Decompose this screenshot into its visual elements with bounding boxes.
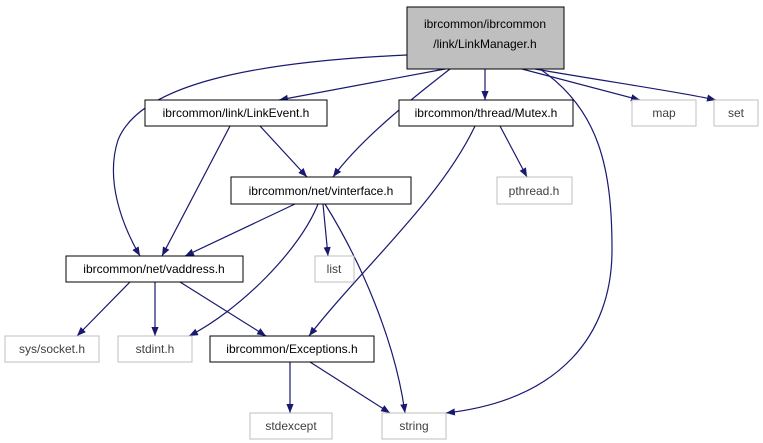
node-exceptions-h[interactable]: ibrcommon/Exceptions.h — [209, 335, 375, 363]
node-vinterface-h[interactable]: ibrcommon/net/vinterface.h — [230, 176, 412, 205]
node-stdexcept-label: stdexcept — [265, 419, 317, 433]
edge-vinterface-to-list — [322, 203, 331, 257]
edge-vaddress-to-exceptions — [179, 281, 267, 337]
edge-root-to-set — [534, 68, 717, 102]
node-vaddress-h[interactable]: ibrcommon/net/vaddress.h — [65, 255, 244, 283]
node-sys-socket-h[interactable]: sys/socket.h — [4, 335, 100, 363]
edge-vaddress-to-syssocket — [76, 281, 131, 337]
node-stdint-h[interactable]: stdint.h — [117, 335, 193, 363]
edge-root-to-vaddress — [112, 54, 408, 257]
node-string-label: string — [399, 419, 428, 433]
node-pthread-h[interactable]: pthread.h — [496, 176, 573, 205]
node-mutex-h[interactable]: ibrcommon/thread/Mutex.h — [398, 99, 574, 127]
edge-root-to-map — [521, 68, 641, 102]
node-list-label: list — [327, 262, 342, 276]
edge-linkevent-to-vinterface — [259, 125, 308, 178]
node-map-label: map — [652, 106, 676, 120]
node-set[interactable]: set — [713, 99, 759, 127]
node-mutex-label: ibrcommon/thread/Mutex.h — [415, 106, 558, 120]
node-exceptions-label: ibrcommon/Exceptions.h — [226, 342, 357, 356]
edge-mutex-to-exceptions — [308, 125, 476, 337]
node-linkevent-label: ibrcommon/link/LinkEvent.h — [163, 106, 310, 120]
node-string[interactable]: string — [381, 412, 447, 440]
edge-vinterface-to-stdint — [188, 203, 319, 337]
node-vaddress-label: ibrcommon/net/vaddress.h — [83, 262, 224, 276]
edge-root-to-string — [445, 68, 613, 416]
edge-root-to-linkevent — [278, 68, 446, 102]
node-set-label: set — [728, 106, 745, 120]
edge-root-to-vinterface — [332, 68, 451, 178]
edge-linkevent-to-vaddress — [161, 125, 231, 257]
node-linkevent-h[interactable]: ibrcommon/link/LinkEvent.h — [144, 99, 328, 127]
node-stdexcept[interactable]: stdexcept — [249, 412, 333, 440]
node-linkmanager-label-line1: ibrcommon/ibrcommon — [424, 17, 546, 31]
node-list[interactable]: list — [314, 255, 355, 283]
edge-exceptions-to-string — [309, 361, 391, 414]
edge-vinterface-to-string — [324, 203, 408, 414]
node-linkmanager-label-line2: /link/LinkManager.h — [433, 37, 536, 51]
node-syssocket-label: sys/socket.h — [19, 342, 85, 356]
edge-vinterface-to-vaddress — [184, 203, 296, 257]
node-stdint-label: stdint.h — [136, 342, 175, 356]
node-linkmanager-h[interactable]: ibrcommon/ibrcommon /link/LinkManager.h — [406, 6, 565, 70]
node-vinterface-label: ibrcommon/net/vinterface.h — [249, 184, 394, 198]
node-map[interactable]: map — [631, 99, 697, 127]
edge-mutex-to-pthread — [499, 125, 528, 178]
node-pthread-label: pthread.h — [509, 184, 560, 198]
